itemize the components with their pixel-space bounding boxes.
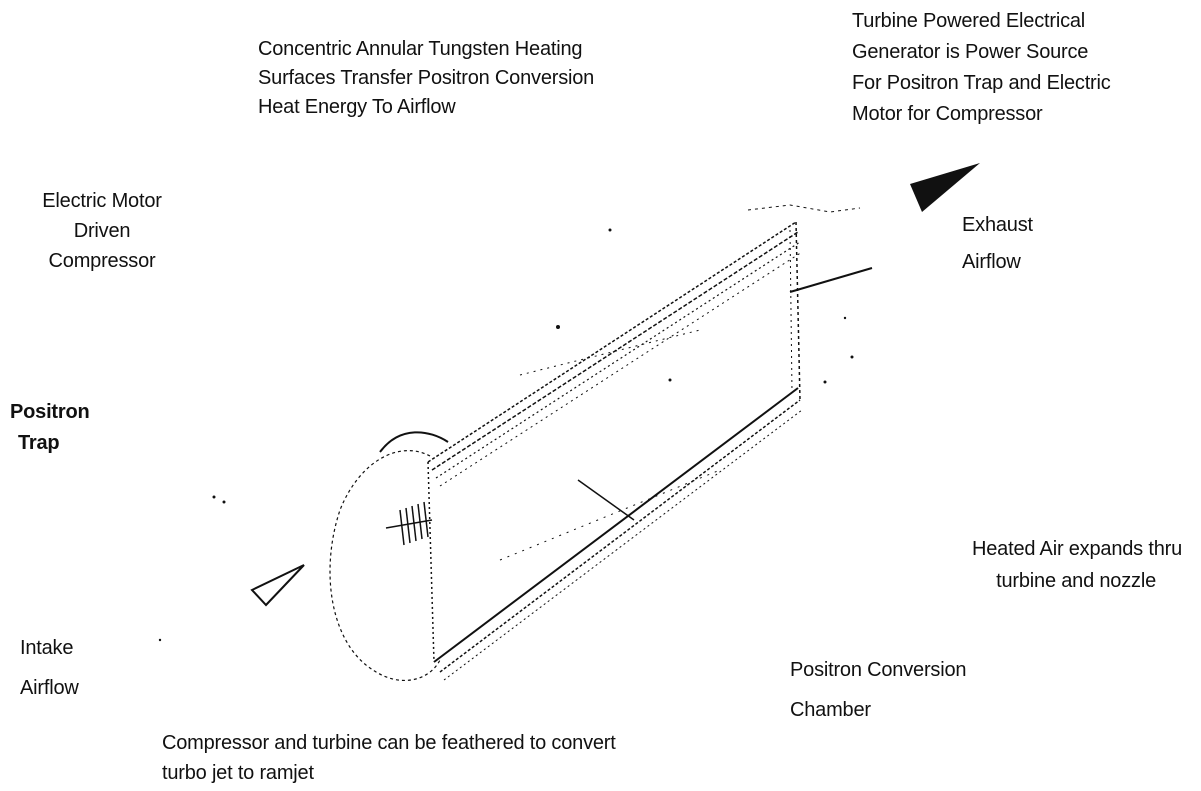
section-line xyxy=(577,479,635,521)
compressor-line-1: Electric Motor xyxy=(42,190,162,212)
compressor-line-2: Driven xyxy=(73,220,131,242)
scatter-dots xyxy=(158,228,854,642)
feathered-line-2: turbo jet to ramjet xyxy=(162,762,314,784)
cylinder-bottom-edge-2 xyxy=(439,399,801,673)
generator-line-4: Motor for Compressor xyxy=(852,103,1043,125)
exhaust-line-1: Exhaust xyxy=(962,214,1033,236)
compressor-line-3: Compressor xyxy=(48,250,156,272)
cylinder-right-end-inner xyxy=(789,229,793,393)
generator-line-3: For Positron Trap and Electric xyxy=(852,72,1111,94)
heated-air-line-2: turbine and nozzle xyxy=(996,570,1156,592)
conversion-chamber-label: Positron Conversion Chamber xyxy=(790,650,966,730)
lower-construction-line xyxy=(499,469,721,561)
intake-arrow xyxy=(250,564,305,607)
compressor-hatch xyxy=(385,501,433,546)
heating-surfaces-line-1: Concentric Annular Tungsten Heating xyxy=(258,38,583,60)
conversion-chamber-line-1: Positron Conversion xyxy=(790,659,967,681)
cylinder-top-edge-2 xyxy=(431,231,799,471)
heating-surfaces-line-3: Heat Energy To Airflow xyxy=(258,96,456,118)
heating-surfaces-label: Concentric Annular Tungsten Heating Surf… xyxy=(258,35,594,122)
heated-air-line-1: Heated Air expands thru xyxy=(972,538,1182,560)
cylinder-top-edge-3 xyxy=(435,241,801,479)
generator-line-1: Turbine Powered Electrical xyxy=(852,10,1086,32)
cylinder-right-end xyxy=(795,221,801,401)
exhaust-pointer-line xyxy=(789,267,873,293)
exhaust-line-2: Airflow xyxy=(962,251,1021,273)
cylinder-left-ellipse xyxy=(329,450,441,682)
upper-construction-line xyxy=(519,329,701,376)
cylinder-top-edge-1 xyxy=(427,221,797,463)
heating-surfaces-line-2: Surfaces Transfer Positron Conversion xyxy=(258,67,595,89)
heated-air-label: Heated Air expands thru turbine and nozz… xyxy=(880,533,1182,597)
conversion-chamber-line-2: Chamber xyxy=(790,699,871,721)
exhaust-arrow xyxy=(910,163,980,212)
positron-trap-arc xyxy=(379,431,449,453)
chamber-cylinder xyxy=(329,204,861,682)
generator-label: Turbine Powered Electrical Generator is … xyxy=(852,6,1111,130)
positron-trap-line-2: Trap xyxy=(18,432,60,454)
cylinder-left-edge xyxy=(427,461,435,663)
intake-label: Intake Airflow xyxy=(20,628,79,708)
exhaust-cap xyxy=(747,204,861,213)
feathered-label: Compressor and turbine can be feathered … xyxy=(162,728,616,788)
feathered-line-1: Compressor and turbine can be feathered … xyxy=(162,732,616,754)
cylinder-bottom-edge-3 xyxy=(443,409,803,681)
generator-line-2: Generator is Power Source xyxy=(852,41,1089,63)
exhaust-label: Exhaust Airflow xyxy=(962,207,1033,281)
compressor-label: Electric Motor Driven Compressor xyxy=(22,186,182,276)
cylinder-bottom-edge-1 xyxy=(433,387,799,663)
intake-line-1: Intake xyxy=(20,637,74,659)
positron-trap-label: Positron Trap xyxy=(10,397,90,459)
intake-line-2: Airflow xyxy=(20,677,79,699)
positron-trap-line-1: Positron xyxy=(10,401,90,423)
